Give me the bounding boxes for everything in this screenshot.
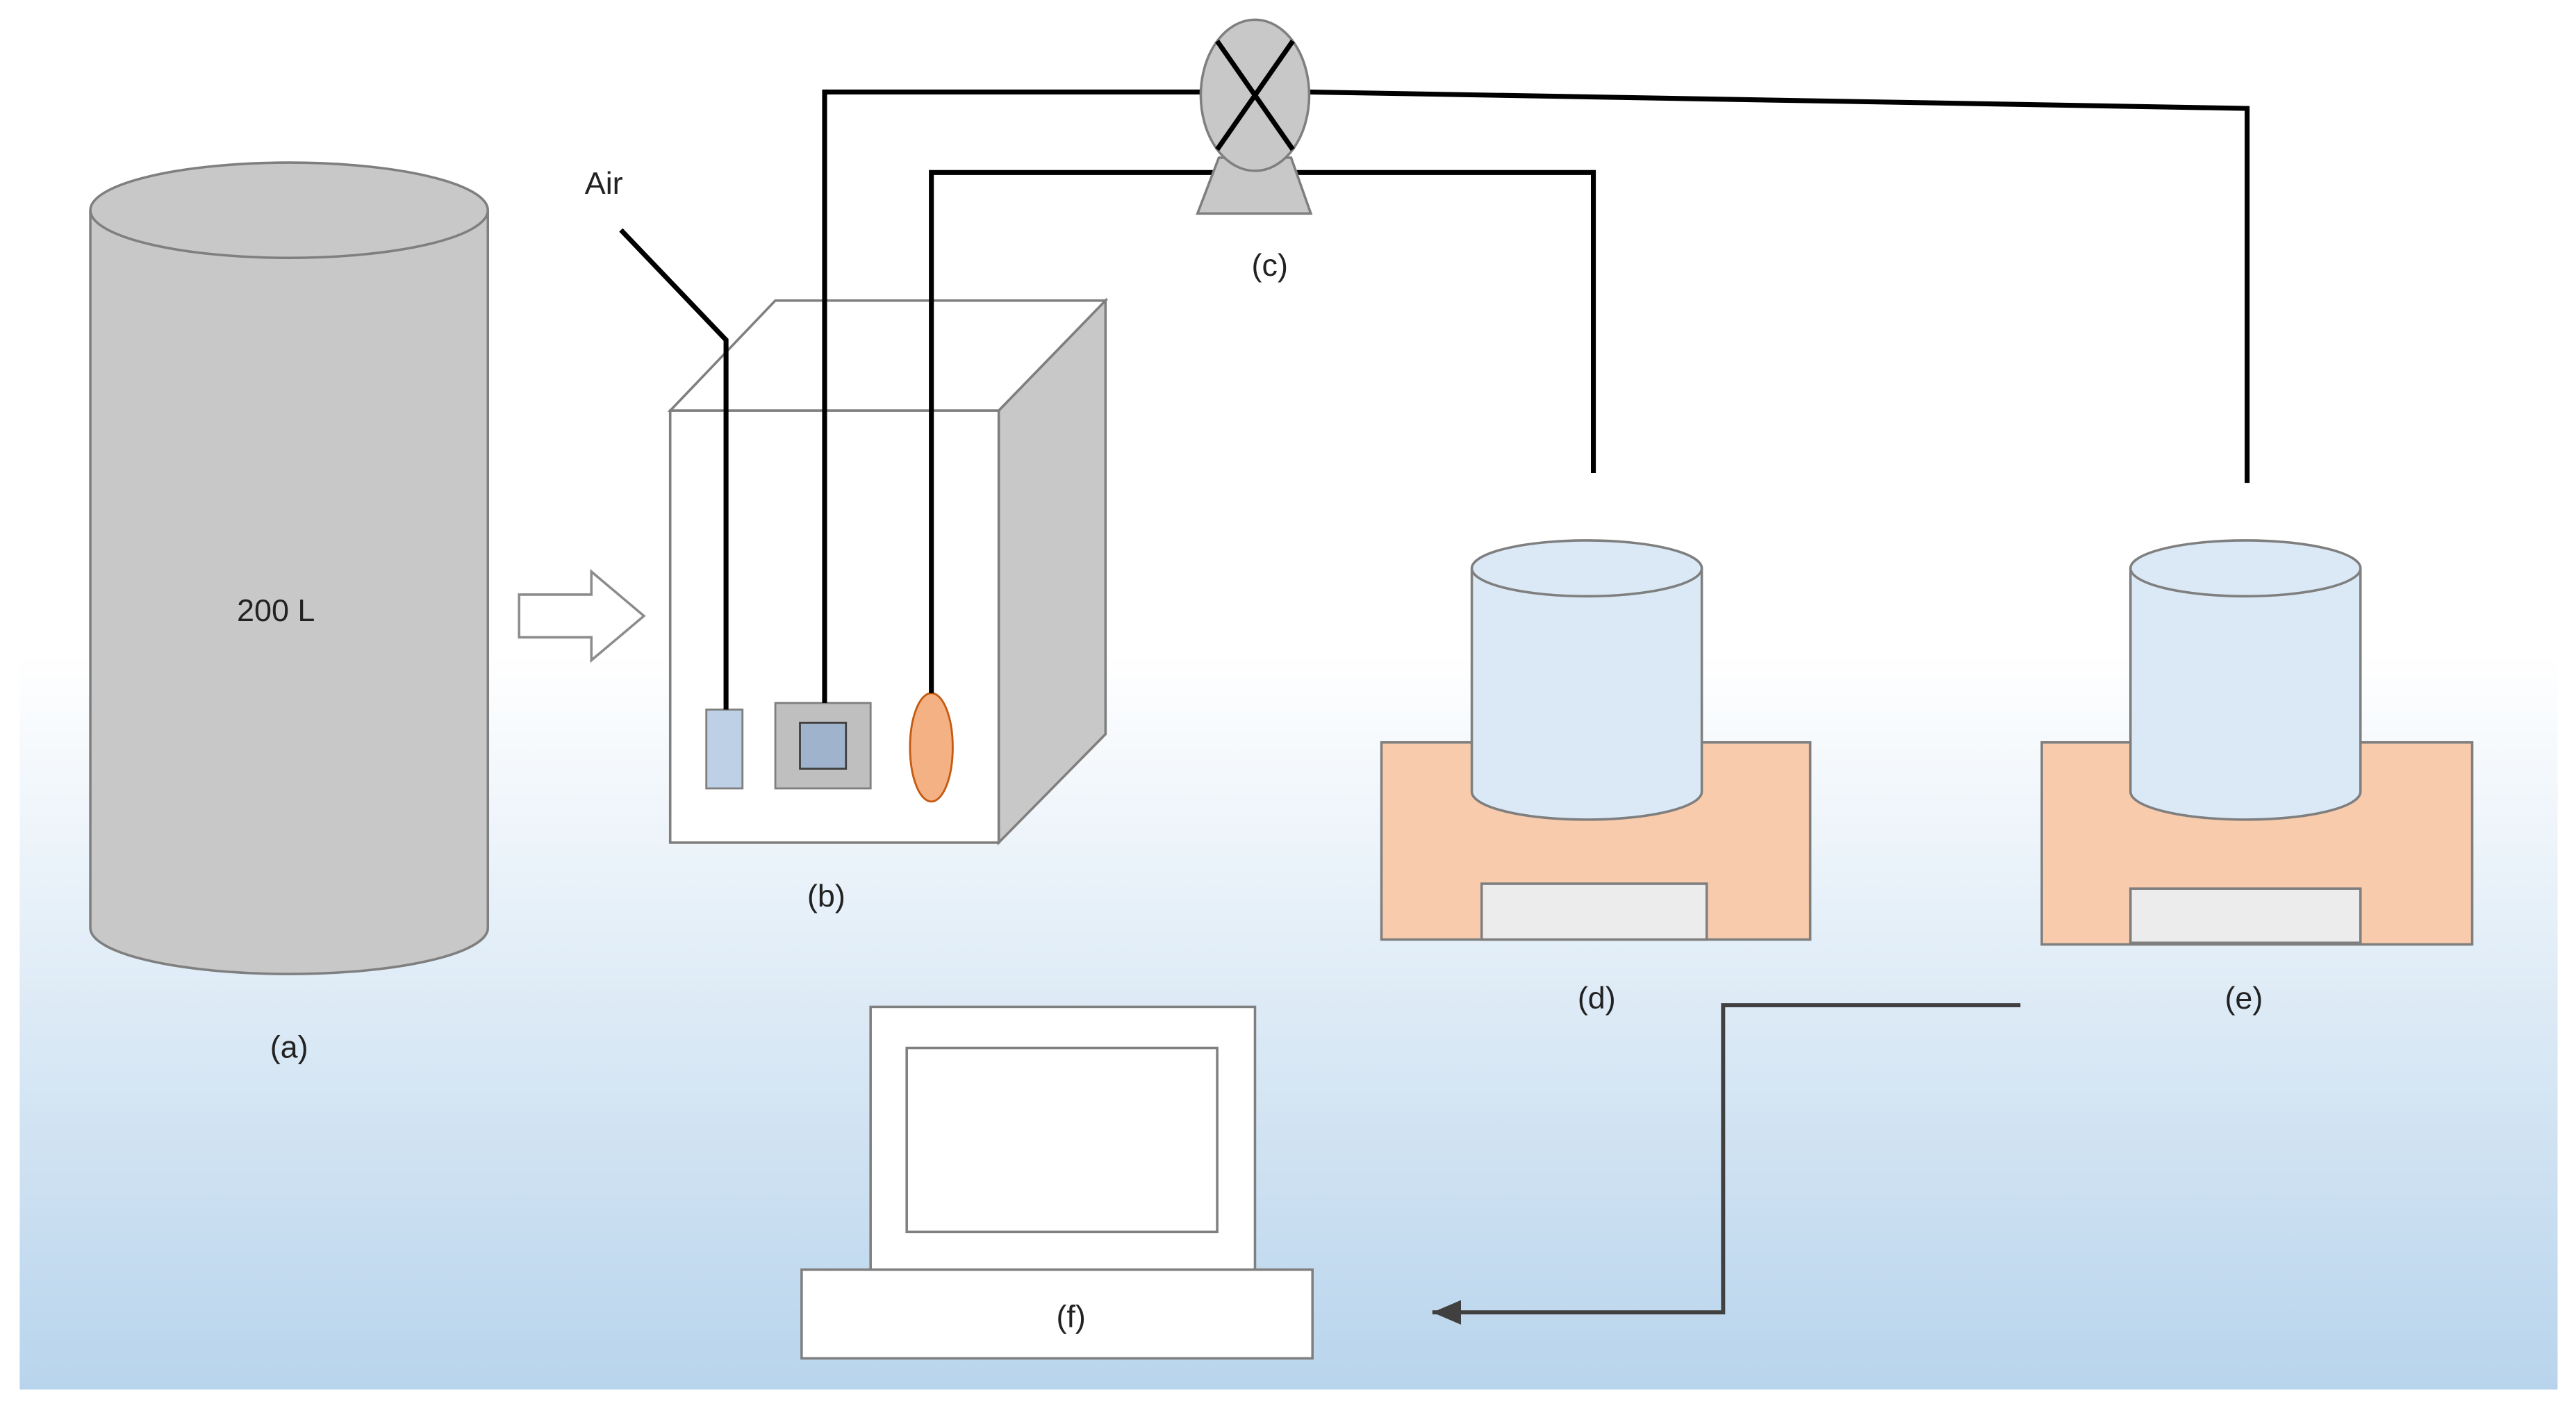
balance-e-display: [2129, 887, 2362, 944]
tank-top: [89, 161, 490, 259]
pump-intake-inner: [799, 721, 848, 770]
tube-outlet: [822, 89, 1203, 703]
label-d: (d): [1578, 980, 1616, 1016]
pump-icon: [1196, 18, 1313, 215]
tube-to-e: [1309, 89, 2250, 483]
balance-d-display: [1480, 882, 1708, 941]
container-d-top: [1470, 539, 1703, 598]
air-tube: [619, 228, 729, 710]
balance-e: [2040, 539, 2474, 946]
container-e-body: [2129, 568, 2362, 821]
container-e-top: [2129, 539, 2362, 598]
data-cable: [1432, 1003, 2021, 1325]
label-b: (b): [807, 878, 845, 913]
reservoir-box: [667, 297, 1109, 846]
balance-d: [1380, 539, 1812, 941]
storage-tank: 200 L: [89, 161, 490, 975]
air-line: Air: [585, 165, 729, 710]
air-diffuser-sensor: [705, 709, 744, 790]
tank-volume-label: 200 L: [237, 593, 315, 628]
label-e: (e): [2224, 980, 2263, 1016]
label-c: (c): [1252, 247, 1288, 283]
computer-screen: [905, 1046, 1219, 1234]
hollow-arrow-right-icon: [518, 569, 646, 663]
label-f: (f): [1056, 1299, 1085, 1334]
label-a: (a): [270, 1029, 308, 1065]
air-label: Air: [585, 165, 623, 201]
tank-body: [89, 210, 490, 975]
computer-base: [800, 1268, 1314, 1360]
return-sensor: [909, 692, 954, 803]
pump-cross-2: [1215, 40, 1295, 151]
container-d-body: [1470, 568, 1703, 821]
computer: (f): [800, 1005, 1314, 1360]
